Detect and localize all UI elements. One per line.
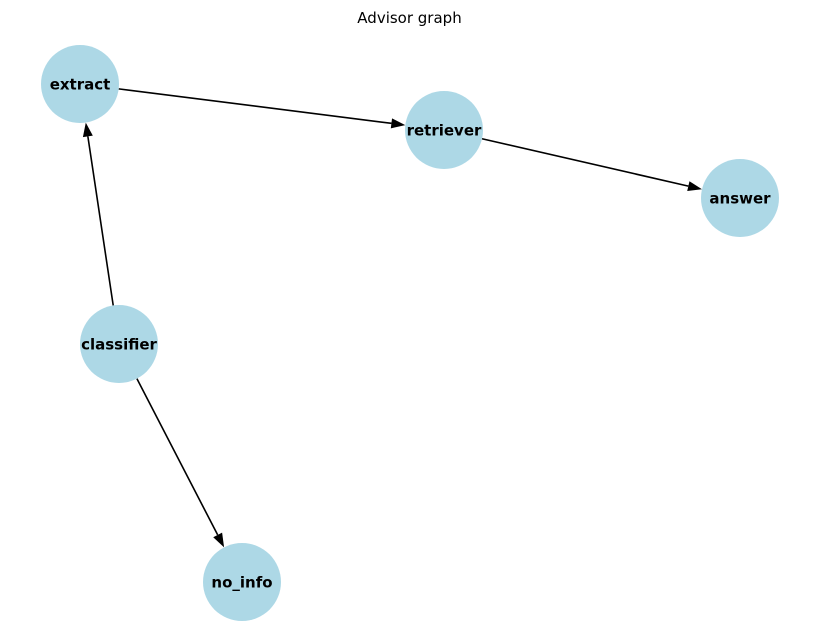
node-circle-extract: [41, 45, 119, 123]
graph-node-no_info: no_info: [203, 543, 281, 621]
edge-line: [118, 88, 392, 125]
graph-node-retriever: retriever: [405, 91, 483, 169]
edge-retriever-answer: [481, 137, 702, 192]
node-label-retriever: retriever: [407, 121, 482, 139]
node-label-no_info: no_info: [211, 573, 272, 591]
node-circle-answer: [701, 159, 779, 237]
edge-arrowhead-icon: [390, 118, 406, 129]
graph-node-answer: answer: [701, 159, 779, 237]
node-circle-retriever: [405, 91, 483, 169]
edge-extract-retriever: [118, 88, 406, 129]
graph-node-classifier: classifier: [80, 305, 158, 383]
edge-arrowhead-icon: [687, 181, 702, 192]
node-label-extract: extract: [50, 75, 111, 93]
graph-node-extract: extract: [41, 45, 119, 123]
edges-layer: [82, 88, 702, 548]
node-circle-no_info: [203, 543, 281, 621]
nodes-layer: extract retriever answer classifier no_info: [41, 45, 779, 621]
node-circle-classifier: [80, 305, 158, 383]
node-label-classifier: classifier: [81, 335, 157, 353]
graph-title: Advisor graph: [357, 9, 461, 27]
edge-arrowhead-icon: [82, 122, 93, 138]
edge-line: [481, 137, 689, 187]
edge-classifier-extract: [82, 122, 115, 306]
edge-line: [136, 378, 219, 536]
edge-arrowhead-icon: [213, 532, 225, 548]
edge-classifier-no_info: [136, 378, 225, 548]
node-label-answer: answer: [709, 189, 771, 207]
edge-line: [87, 136, 115, 306]
